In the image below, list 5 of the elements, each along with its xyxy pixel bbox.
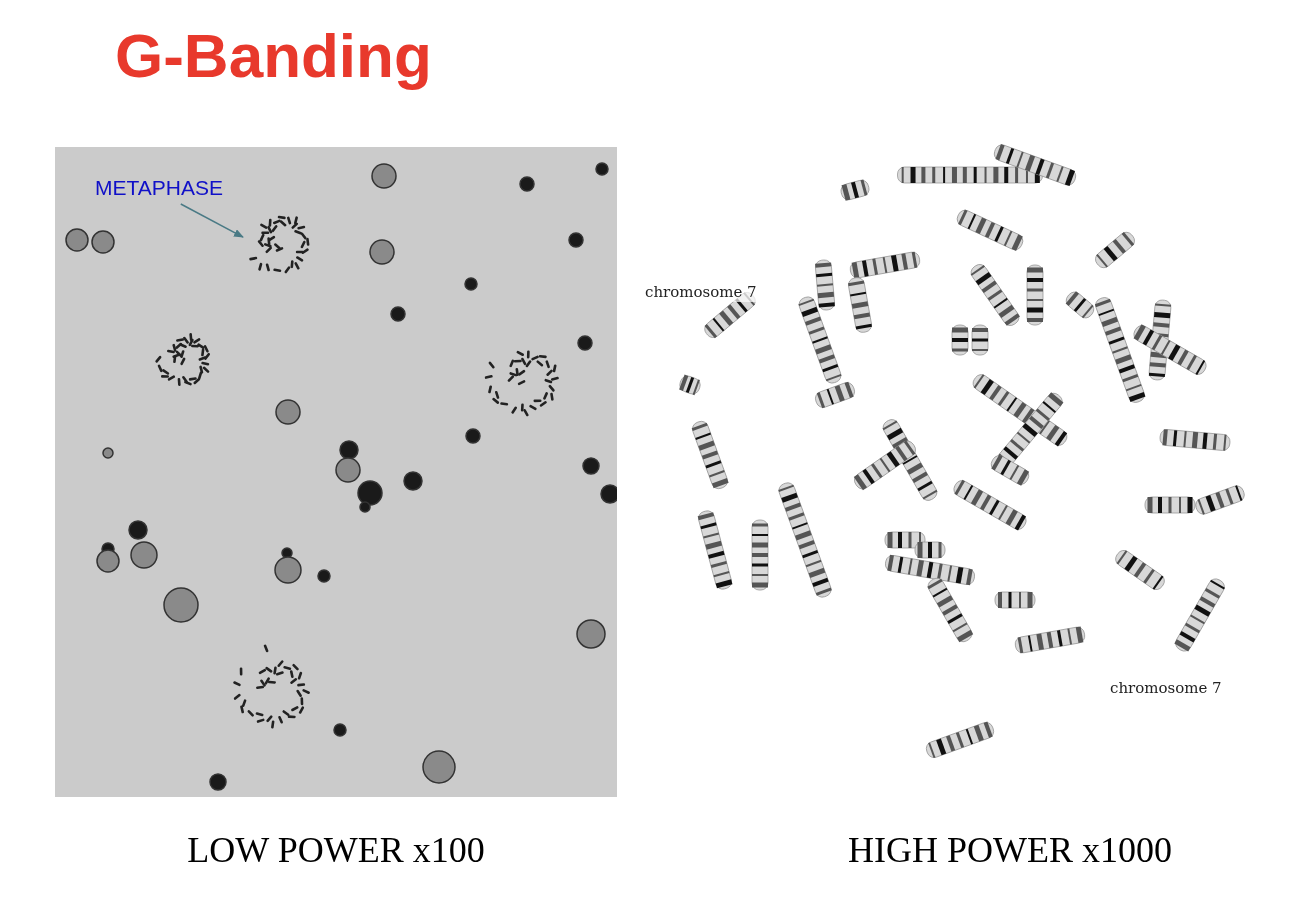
title: G-Banding [115, 20, 432, 92]
arrow [180, 203, 244, 238]
callout-label: METAPHASE [95, 175, 224, 201]
image-label: LOW POWER x100 [187, 829, 485, 872]
image-label: HIGH POWER x1000 [848, 829, 1172, 872]
